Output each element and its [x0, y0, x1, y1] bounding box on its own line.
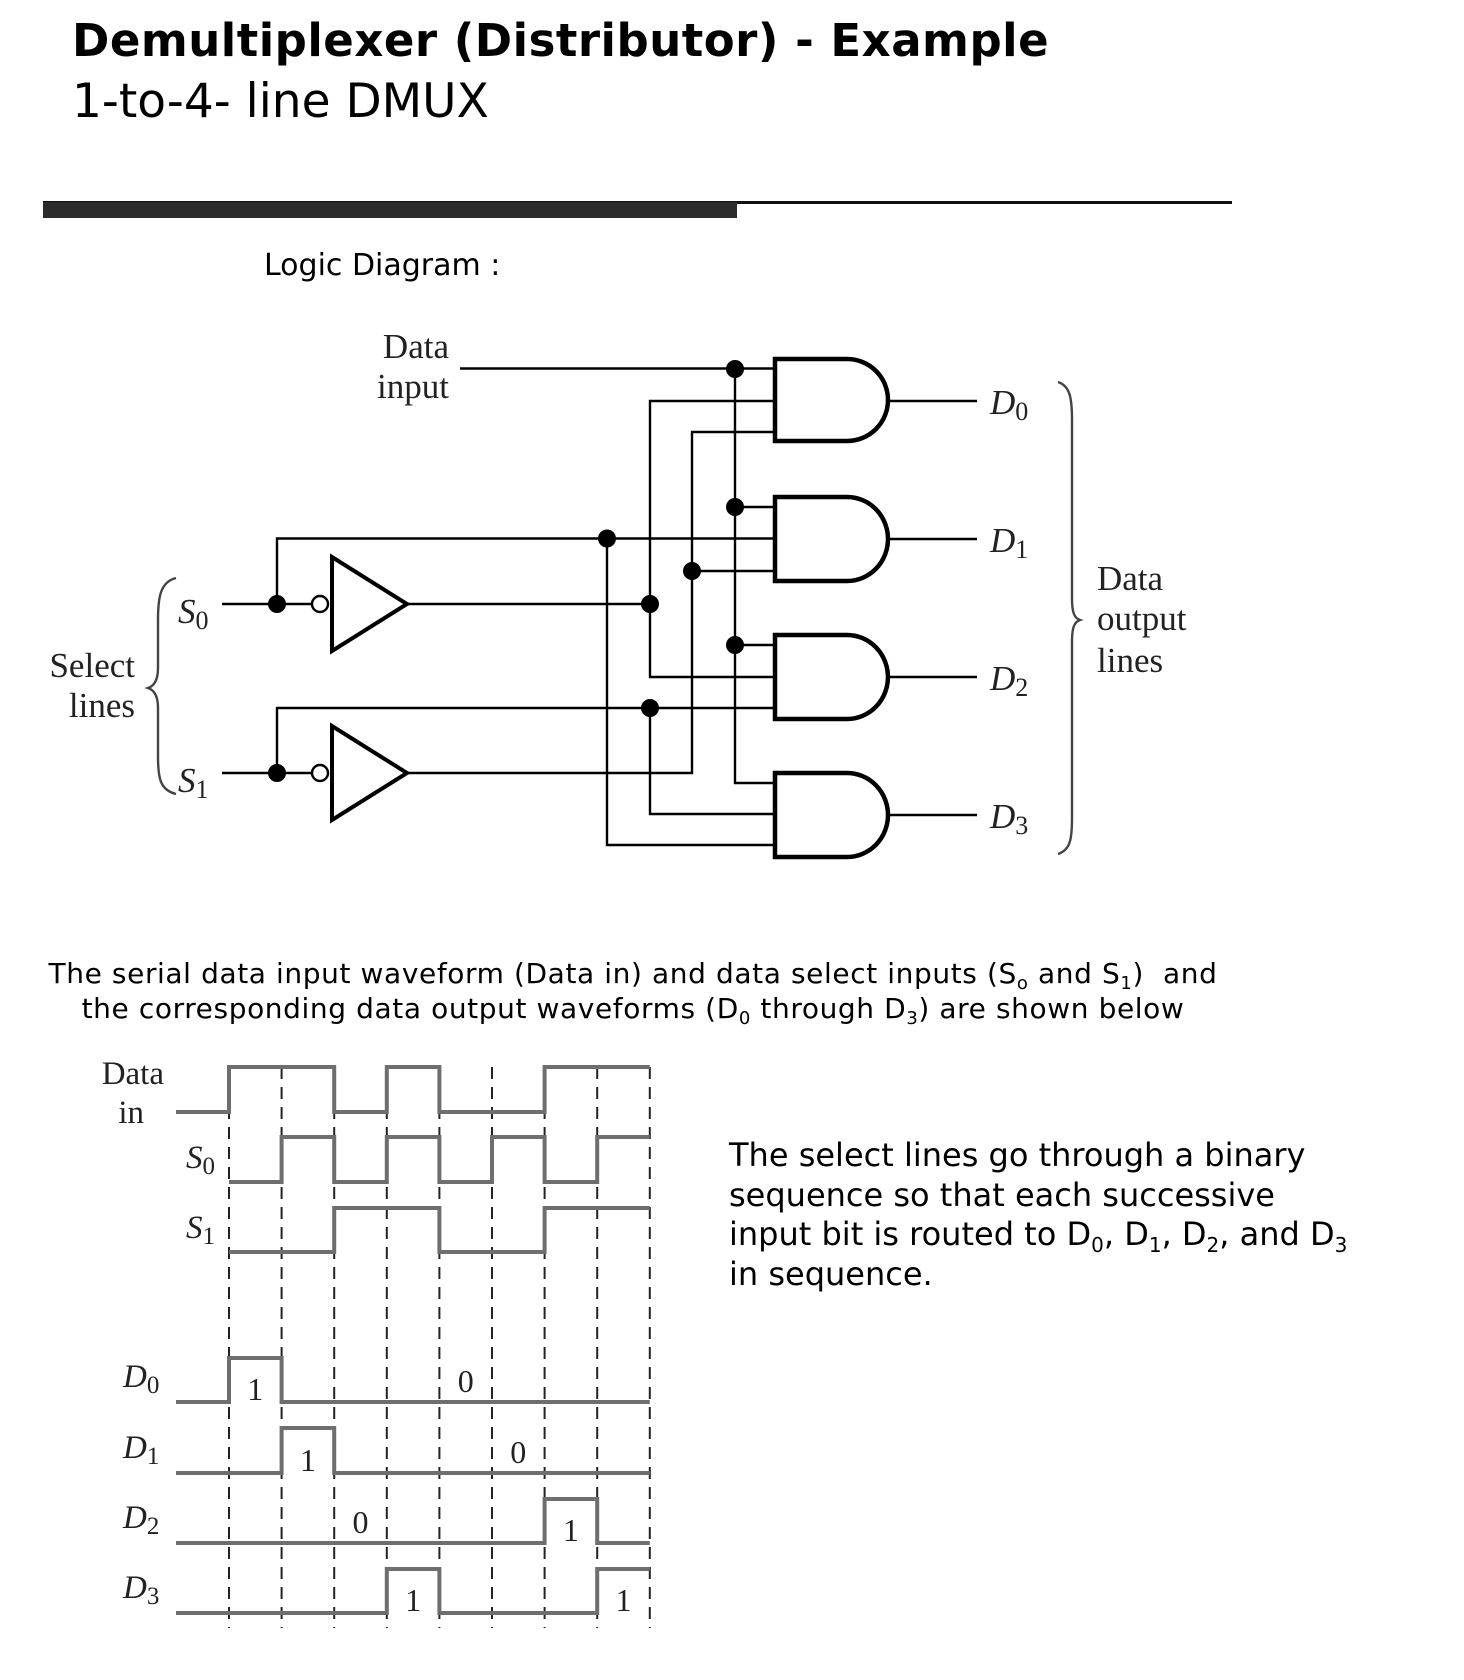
junction-dot — [641, 699, 659, 717]
logic-diagram: Data input Select lines Data output line… — [49, 327, 1187, 860]
logic-diagram-heading: Logic Diagram : — [264, 248, 501, 283]
data-in-label-line2: in — [118, 1095, 144, 1131]
explanation-span: in sequence. — [729, 1254, 933, 1293]
explanation-subscript: 2 — [1206, 1233, 1220, 1257]
caption-subscript: 0 — [738, 1008, 751, 1029]
output-label-d2: D2 — [989, 659, 1028, 702]
data-output-brace — [1057, 380, 1084, 856]
junction-dot — [268, 764, 286, 782]
data-output-label-line1: Data — [1097, 559, 1164, 598]
output-label-d3: D3 — [989, 797, 1028, 840]
inverter-s0 — [330, 553, 411, 655]
bit-annotation-d3: 1 — [616, 1582, 632, 1618]
waveform-caption: The serial data input waveform (Data in)… — [48, 956, 1218, 1029]
caption-text: and S — [1028, 957, 1121, 990]
caption-subscript: o — [1016, 973, 1029, 994]
explanation-span: The select lines go through a binary seq… — [729, 1136, 1306, 1253]
select-input-label-s1: S1 — [178, 761, 209, 804]
select-lines-label-line1: Select — [49, 646, 135, 685]
explanation-span: , and D — [1219, 1215, 1335, 1253]
page-title: Demultiplexer (Distributor) - Example — [72, 14, 1050, 67]
explanation-subscript: 1 — [1148, 1233, 1162, 1257]
output-label-d0: D0 — [989, 383, 1028, 426]
explanation-span: , D — [1161, 1215, 1207, 1253]
page-subtitle: 1-to-4- line DMUX — [72, 74, 489, 129]
wire-s1-direct — [275, 706, 775, 773]
explanation-span: , D — [1103, 1215, 1149, 1253]
junction-dot — [268, 595, 286, 613]
wires — [222, 367, 977, 847]
data-output-label-line3: lines — [1097, 641, 1163, 680]
wave-label-d2: D2 — [122, 1500, 159, 1540]
caption-text: the corresponding data output waveforms … — [81, 992, 739, 1025]
junction-dot — [598, 529, 616, 548]
waveform-d3 — [176, 1567, 650, 1615]
and-gate-2 — [772, 632, 891, 722]
junction-dot — [683, 562, 701, 580]
caption-text: ) and — [1132, 957, 1218, 990]
waveform-d1 — [176, 1426, 650, 1475]
bit-annotation-d1: 1 — [300, 1442, 316, 1478]
data-in-label-line1: Data — [102, 1056, 165, 1092]
wire-s1-direct-g3 — [648, 708, 775, 816]
data-output-label-line2: output — [1097, 599, 1187, 638]
explanation-subscript: 0 — [1091, 1233, 1104, 1257]
bit-annotation-d3: 1 — [405, 1582, 421, 1618]
explanation-text: The select lines go through a binary seq… — [729, 1136, 1349, 1294]
caption-text: ) are shown below — [918, 992, 1185, 1025]
caption-line-2: the corresponding data output waveforms … — [48, 991, 1218, 1029]
select-lines-brace — [144, 576, 177, 796]
caption-subscript: 1 — [1120, 973, 1133, 994]
junction-dot — [726, 498, 744, 516]
junction-dot — [726, 360, 744, 378]
data-input-label-line1: Data — [383, 327, 450, 366]
bit-annotation-d0: 1 — [247, 1371, 263, 1407]
waveform-s0 — [229, 1135, 650, 1184]
bit-annotation-d0: 0 — [458, 1363, 474, 1399]
and-gates — [772, 356, 891, 860]
waveform-data_in — [176, 1065, 650, 1114]
select-input-label-s0: S0 — [178, 592, 209, 635]
caption-text: through D — [750, 992, 907, 1025]
inverters — [310, 553, 411, 824]
wave-label-d1: D1 — [122, 1430, 159, 1470]
inverter-bubble-s0 — [310, 594, 330, 614]
inverter-s1 — [330, 722, 411, 824]
waveforms — [176, 1065, 650, 1615]
waveform-d2 — [176, 1497, 650, 1545]
and-gate-3 — [772, 770, 891, 860]
wave-label-s0: S0 — [186, 1140, 215, 1180]
data-input-label-line2: input — [377, 367, 449, 406]
bit-annotation-d1: 0 — [510, 1434, 526, 1470]
caption-subscript: 3 — [906, 1008, 919, 1029]
explanation-subscript: 3 — [1334, 1233, 1348, 1257]
header-divider-thick — [43, 202, 737, 218]
select-lines-label-line2: lines — [69, 686, 135, 725]
and-gate-1 — [772, 494, 891, 584]
caption-line-1: The serial data input waveform (Data in)… — [48, 956, 1218, 994]
junction-dot — [641, 595, 659, 613]
waveform-s1 — [229, 1206, 650, 1254]
wire-s1-inv-bus — [407, 430, 775, 775]
junction-dot — [726, 636, 744, 654]
junctions — [268, 360, 744, 782]
and-gate-0 — [772, 356, 891, 444]
wave-label-d3: D3 — [122, 1570, 159, 1610]
wire-s0-inv-bus — [648, 399, 775, 679]
waveform-d0 — [176, 1356, 650, 1404]
bit-annotation-d2: 1 — [563, 1512, 579, 1548]
output-label-d1: D1 — [989, 521, 1028, 564]
caption-text: The serial data input waveform (Data in)… — [48, 957, 1017, 990]
wave-label-s1: S1 — [186, 1210, 215, 1250]
wire-s0-direct-g3 — [605, 538, 775, 847]
bit-annotation-d2: 0 — [353, 1504, 369, 1540]
inverter-bubble-s1 — [310, 763, 330, 783]
wave-label-d0: D0 — [122, 1359, 159, 1399]
